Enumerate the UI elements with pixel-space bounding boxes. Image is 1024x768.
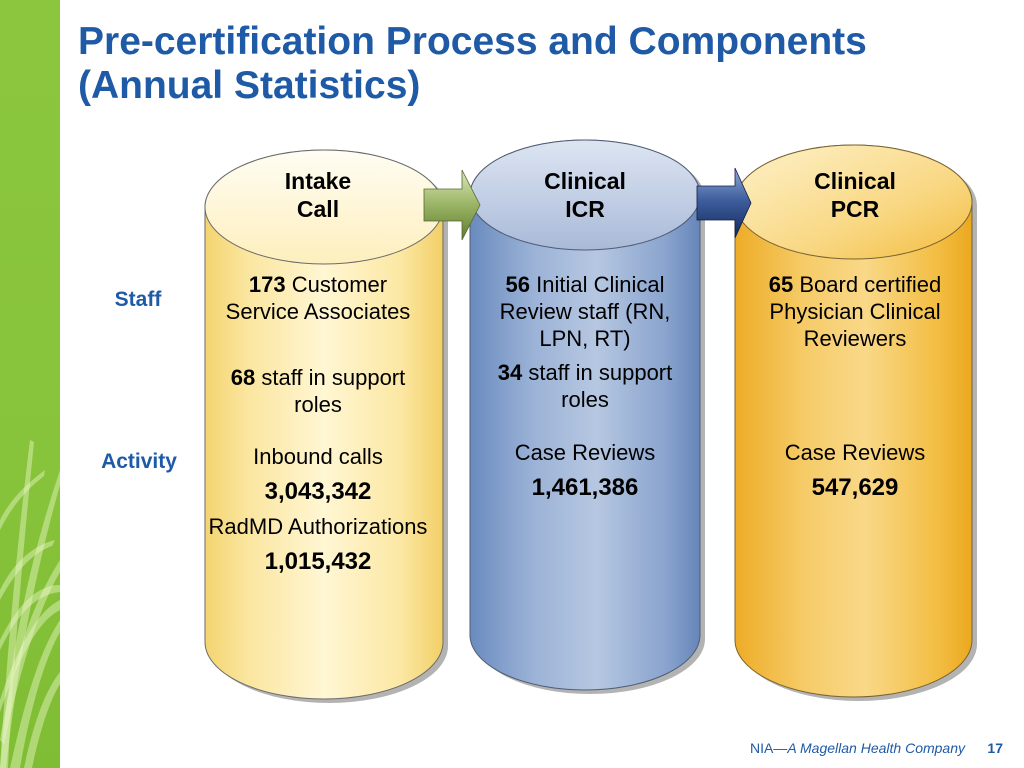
staff-text: LPN, RT) [539,326,631,351]
staff-text: roles [561,387,609,412]
staff-line: 65 Board certified [725,271,985,298]
staff-item: 68 staff in support roles [188,364,448,418]
column-header-line: Clinical [814,168,896,194]
staff-line: 68 staff in support [188,364,448,391]
staff-item: 65 Board certified Physician Clinical Re… [725,271,985,352]
footer-company: NIA—A Magellan Health Company [750,739,965,757]
staff-item: 173 Customer Service Associates [188,271,448,325]
column-header-clinical-icr: Clinical ICR [455,167,715,223]
footer-tagline: A Magellan Health Company [787,740,965,756]
staff-text: Customer [291,272,388,297]
column-header-line: PCR [830,196,880,222]
column-header-intake-call: Intake Call [188,167,448,223]
staff-text: roles [294,392,342,417]
staff-item: 56 Initial Clinical Review staff (RN, LP… [455,271,715,352]
activity-label: RadMD Authorizations [208,514,428,539]
row-label-staff: Staff [114,288,162,311]
grass-decoration [0,440,60,768]
staff-item: 34 staff in support roles [455,359,715,413]
title-line-1: Pre-certification Process and Components [78,20,867,63]
column-header-line: Clinical [544,168,626,194]
staff-line: 173 Customer [188,271,448,298]
column-header-line: Call [296,196,340,222]
staff-count: 173 [248,272,286,297]
staff-line: 34 staff in support [455,359,715,386]
green-sidebar [0,0,60,768]
staff-text: Review staff (RN, [499,299,671,324]
staff-text: staff in support [528,360,673,385]
column-header-line: ICR [565,196,605,222]
intake-call-cylinder [204,149,448,703]
page-number: 17 [987,740,1003,756]
activity-value: 547,629 [811,474,899,501]
staff-text: Service Associates [225,299,411,324]
clinical-pcr-cylinder [734,144,977,701]
activity-label: Inbound calls [253,444,383,469]
footer-org: NIA— [749,740,788,756]
activity-label: Case Reviews [784,440,926,465]
staff-line: 56 Initial Clinical [455,271,715,298]
row-label-activity: Activity [101,450,177,473]
column-header-clinical-pcr: Clinical PCR [725,167,985,223]
staff-text: staff in support [261,365,406,390]
title-line-2: (Annual Statistics) [78,64,421,107]
activity-label: Case Reviews [514,440,656,465]
staff-count: 65 [768,272,794,297]
staff-text: Board certified [799,272,942,297]
clinical-icr-cylinder [469,139,705,694]
staff-count: 34 [497,360,523,385]
slide-title: Pre-certification Process and Components… [78,20,867,108]
staff-text: Reviewers [803,326,907,351]
flow-arrow-intake-to-icr [423,169,481,241]
staff-text: Initial Clinical [536,272,665,297]
staff-text: Physician Clinical [769,299,941,324]
staff-count: 68 [230,365,256,390]
flow-arrow-icr-to-pcr [696,167,752,239]
activity-value: 1,015,432 [264,548,372,575]
column-header-line: Intake [284,168,352,194]
activity-value: 1,461,386 [531,474,639,501]
activity-value: 3,043,342 [264,478,372,505]
staff-count: 56 [505,272,530,297]
